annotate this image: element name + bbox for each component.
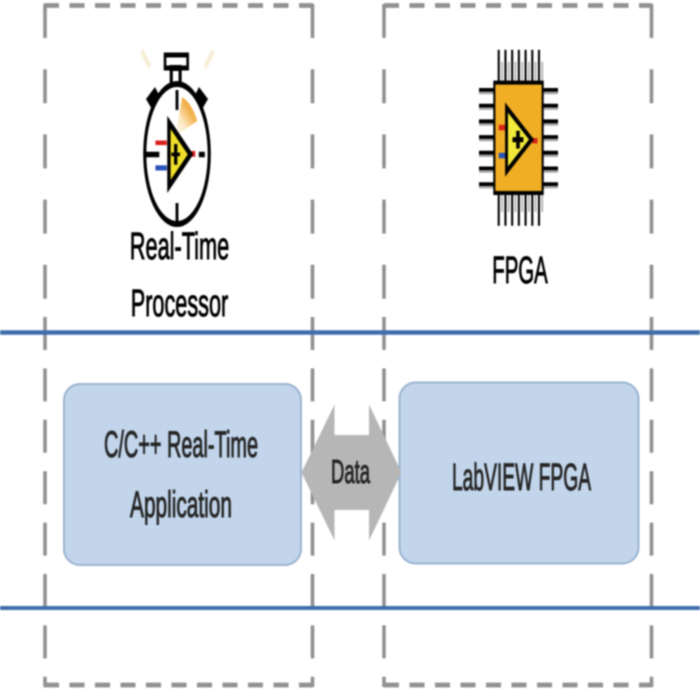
svg-text:LabVIEW FPGA: LabVIEW FPGA (452, 457, 592, 499)
svg-text:Real-Time: Real-Time (130, 225, 229, 268)
svg-text:C/C++ Real-Time: C/C++ Real-Time (104, 425, 258, 466)
svg-text:Data: Data (331, 453, 370, 490)
svg-text:FPGA: FPGA (492, 249, 548, 291)
svg-text:Processor: Processor (131, 282, 228, 325)
svg-text:Application: Application (130, 485, 232, 526)
